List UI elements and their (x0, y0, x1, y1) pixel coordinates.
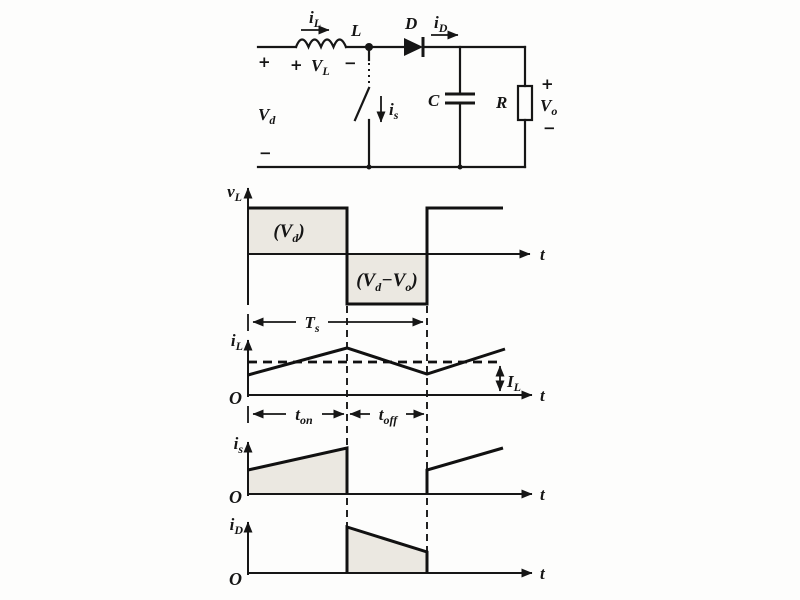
resistor-label: R (495, 93, 507, 112)
il-average-label: IL (506, 372, 521, 394)
capacitor-symbol (445, 45, 475, 169)
id-area (347, 527, 427, 573)
circuit-diagram: is C R iL L D iD + VL − + Vd − + (256, 8, 557, 170)
switch-current-label: is (389, 100, 399, 122)
il-waveform-plot: iL O t IL (229, 331, 546, 408)
capacitor-label: C (428, 91, 440, 110)
inductor-label: L (350, 21, 361, 40)
is-area (248, 448, 347, 494)
inductor-current-label: iL (309, 8, 321, 30)
id-curve (345, 524, 429, 573)
is-curve-next-period (425, 446, 504, 494)
inductor-voltage-minus: − (344, 54, 357, 72)
switch-symbol (353, 47, 371, 169)
input-voltage-label: Vd (258, 105, 276, 127)
output-plus: + (541, 75, 554, 93)
input-minus: − (259, 144, 272, 162)
dashed-time-guides (346, 306, 428, 552)
input-plus: + (258, 53, 271, 71)
vl-curve (248, 206, 503, 306)
resistor-symbol (516, 45, 534, 169)
id-t-label: t (540, 564, 546, 583)
vl-waveform-plot: vL t (Vd) (Vd−Vo) (227, 182, 546, 306)
id-axis-label: iD (230, 515, 244, 537)
il-axis-label: iL (231, 331, 243, 353)
id-waveform-plot: iD O t (229, 515, 546, 589)
il-origin-label: O (229, 388, 242, 408)
output-voltage-label: Vo (540, 96, 557, 118)
output-minus: − (543, 119, 556, 137)
ts-label: Ts (304, 313, 319, 335)
diode-label: D (404, 14, 417, 33)
il-t-label: t (540, 386, 546, 405)
is-origin-label: O (229, 487, 242, 507)
diode-current-label: iD (434, 13, 448, 35)
ts-span: Ts (247, 313, 424, 335)
is-t-label: t (540, 485, 546, 504)
is-axis-label: is (234, 434, 244, 456)
diode-symbol (404, 38, 423, 56)
toff-label: toff (379, 405, 399, 427)
ton-toff-spans: ton toff (247, 405, 425, 427)
inductor-voltage-label: VL (311, 56, 330, 78)
vl-t-label: t (540, 245, 546, 264)
inductor-voltage-plus: + (290, 56, 303, 74)
vl-high-area (248, 208, 347, 254)
ton-label: ton (295, 405, 313, 427)
id-origin-label: O (229, 569, 242, 589)
is-waveform-plot: is O t (229, 434, 546, 507)
vl-low-value-label: (Vd−Vo) (356, 270, 418, 294)
is-curve-on (247, 446, 349, 494)
inductor-symbol (294, 38, 348, 50)
vl-axis-label: vL (227, 182, 242, 204)
junction-dot (365, 43, 373, 51)
vl-low-area (347, 254, 427, 304)
il-curve (247, 346, 506, 377)
vl-high-value-label: (Vd) (273, 221, 304, 245)
